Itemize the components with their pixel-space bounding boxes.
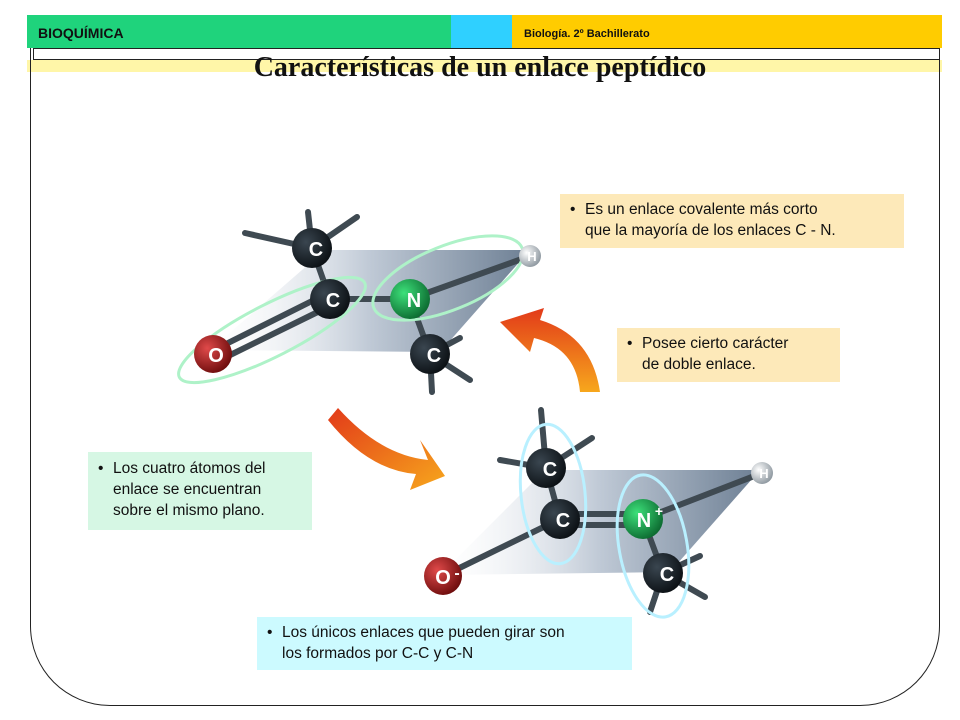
- bullet: •: [627, 335, 633, 352]
- atom-c: C: [292, 228, 332, 268]
- note-line: Los únicos enlaces que pueden girar son: [282, 624, 565, 641]
- atom-c: C: [540, 499, 580, 539]
- atom-n: N: [390, 279, 430, 319]
- header-rule: [33, 48, 940, 60]
- atom-c: C: [410, 334, 450, 374]
- slide-frame: [30, 48, 940, 706]
- svg-text:N: N: [637, 510, 651, 532]
- bullet: •: [570, 201, 576, 218]
- note-rotation: • Los únicos enlaces que pueden girar son…: [257, 617, 632, 670]
- atom-h: H: [751, 462, 773, 484]
- header-band-yellow: [512, 15, 942, 48]
- note-line: enlace se encuentran: [113, 481, 262, 498]
- note-same-plane: • Los cuatro átomos del enlace se encuent…: [88, 452, 312, 530]
- atom-c: C: [526, 448, 566, 488]
- note-line: de doble enlace.: [642, 356, 756, 373]
- note-double-bond: • Posee cierto carácter de doble enlace.: [617, 328, 840, 382]
- atom-c: C: [643, 553, 683, 593]
- header-subject: BIOQUÍMICA: [38, 25, 124, 41]
- molecule-top: C C N C O H: [177, 209, 541, 395]
- header-band-green: [27, 15, 451, 48]
- svg-text:O: O: [208, 345, 224, 367]
- highlight-oval-c-n: [615, 473, 691, 619]
- atom-h: H: [519, 245, 541, 267]
- atom-o-minus: O-: [424, 557, 462, 595]
- highlight-oval-c-c: [518, 422, 588, 566]
- atom-o: O: [194, 335, 232, 373]
- atom-c: C: [310, 279, 350, 319]
- note-line: Posee cierto carácter: [642, 335, 789, 352]
- atom-n-plus: N+: [623, 499, 663, 539]
- svg-text:H: H: [527, 249, 536, 264]
- note-line: Los cuatro átomos del: [113, 460, 266, 477]
- header-band-cyan: [451, 15, 512, 48]
- svg-text:O: O: [435, 567, 451, 589]
- arrow-resonance-down: [328, 408, 445, 490]
- molecule-bottom: C C N+ C O- H: [424, 407, 773, 619]
- svg-text:C: C: [309, 239, 323, 261]
- svg-text:H: H: [759, 466, 768, 481]
- header-glow: [27, 60, 942, 72]
- svg-text:C: C: [427, 345, 441, 367]
- svg-text:C: C: [556, 510, 570, 532]
- arrow-resonance-up: [500, 308, 600, 392]
- note-line: los formados por C-C y C-N: [282, 645, 474, 662]
- bullet: •: [98, 460, 104, 477]
- highlight-oval-c-o: [177, 275, 367, 385]
- bullet: •: [267, 624, 273, 641]
- svg-text:N: N: [407, 290, 421, 312]
- note-line: Es un enlace covalente más corto: [585, 201, 818, 218]
- svg-text:-: -: [454, 565, 459, 582]
- svg-text:C: C: [543, 459, 557, 481]
- svg-text:C: C: [660, 564, 674, 586]
- note-line: sobre el mismo plano.: [113, 502, 265, 519]
- slide-title: Características de un enlace peptídico: [253, 52, 707, 83]
- svg-text:+: +: [655, 503, 663, 519]
- note-line: que la mayoría de los enlaces C - N.: [585, 222, 836, 239]
- note-covalent-bond: • Es un enlace covalente más corto que la…: [560, 194, 904, 248]
- highlight-oval-n-h: [371, 234, 525, 322]
- svg-text:C: C: [326, 290, 340, 312]
- header-course: Biología. 2º Bachillerato: [524, 28, 650, 40]
